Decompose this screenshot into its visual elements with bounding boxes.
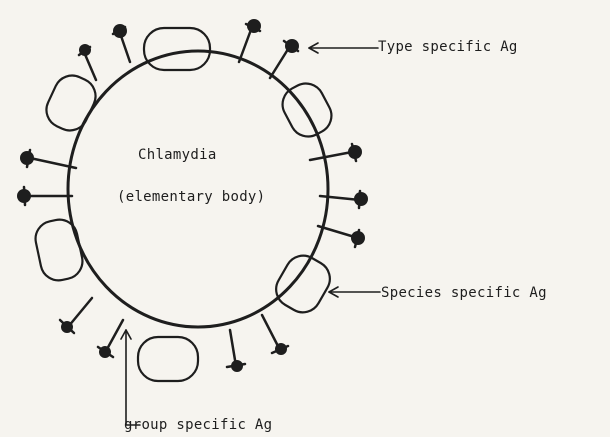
elementary-body-subtitle: (elementary body) <box>117 189 265 205</box>
group-specific-ag-label: group specific Ag <box>124 417 272 433</box>
species-antigen-lobe <box>138 337 198 381</box>
species-antigen-lobe <box>32 216 86 283</box>
species-antigen-lobe <box>144 28 210 70</box>
species-specific-ag-label: Species specific Ag <box>381 285 547 301</box>
chlamydia-title-label: Chlamydia <box>138 147 217 163</box>
type-specific-ag-label: Type specific Ag <box>378 39 518 55</box>
species-antigen-lobe <box>41 70 102 137</box>
species-antigen-lobe <box>270 249 337 319</box>
